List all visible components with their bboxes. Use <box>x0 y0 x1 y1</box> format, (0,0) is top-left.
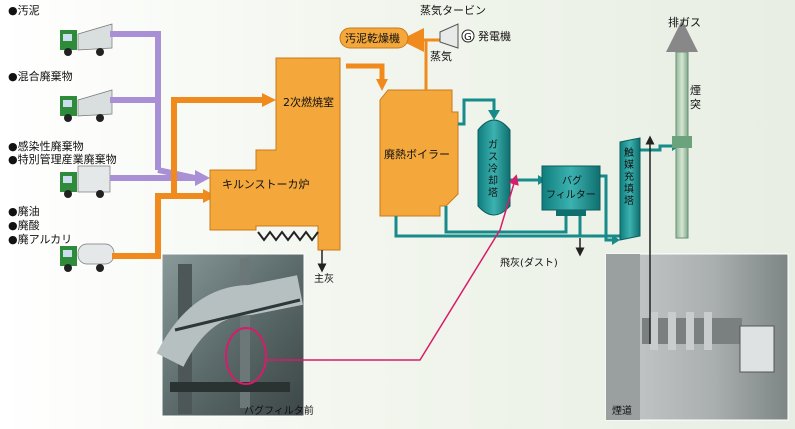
catalyst-tower <box>619 137 641 241</box>
orange-arrow-head <box>262 93 276 107</box>
bag-filter-unit <box>541 165 601 211</box>
stack-band <box>672 136 692 148</box>
flue-duct-photo: 煙道 <box>605 135 789 421</box>
svg-text:塔: 塔 <box>488 186 498 199</box>
steam-label: 蒸気 <box>430 49 452 63</box>
flue-gas-line <box>346 63 385 80</box>
steam-line <box>424 38 440 90</box>
waste-mixed-label: ●混合廃棄物 <box>8 69 73 83</box>
bag-filter-label-1: バグ <box>562 174 582 187</box>
dump-truck-icon <box>60 23 113 56</box>
tanker-truck-icon <box>60 243 115 272</box>
sludge-dryer-label: 汚泥乾燥機 <box>345 31 400 45</box>
main-ash-label: 主灰 <box>314 272 334 285</box>
svg-text:ガ: ガ <box>488 139 498 151</box>
box-truck-icon <box>60 165 111 198</box>
generator-icon <box>461 29 475 43</box>
fly-ash-label: 飛灰(ダスト) <box>500 256 558 269</box>
secondary-combustion-chamber <box>209 57 341 251</box>
steam-turbine-icon <box>439 23 459 49</box>
waste-oil-label: ●廃油 <box>8 204 40 218</box>
secondary-chamber-label: 2次燃焼室 <box>283 95 334 109</box>
bag-filter-hopper <box>556 210 586 216</box>
teal-arrow-head <box>612 235 620 245</box>
waste-sludge-label: ●汚泥 <box>8 4 40 17</box>
svg-text:ス: ス <box>488 152 498 163</box>
exhaust-label: 排ガス <box>668 15 701 29</box>
waste-infectious-label: ●感染性廃棄物 <box>8 139 84 153</box>
svg-text:媒: 媒 <box>624 159 634 171</box>
bag-filter-inlet-photo: バグフィルタ前 <box>156 253 314 417</box>
gas-path-lines <box>394 98 676 242</box>
svg-text:塔: 塔 <box>624 194 634 207</box>
waste-feed-lines <box>110 31 196 181</box>
svg-text:充: 充 <box>624 170 634 183</box>
svg-text:冷: 冷 <box>488 162 498 175</box>
teal-arrow-head <box>488 110 500 120</box>
steam-turbine-label: 蒸気タービン <box>420 3 486 17</box>
feed-arrow-head <box>195 170 210 186</box>
stack-label-2: 突 <box>690 97 701 111</box>
svg-text:却: 却 <box>488 175 498 187</box>
boiler-label: 廃熱ボイラー <box>384 147 450 161</box>
right-photo-caption: 煙道 <box>612 404 632 417</box>
sampling-point-line <box>266 174 519 361</box>
generator-label: 発電機 <box>478 29 511 43</box>
dump-truck-icon <box>60 89 113 122</box>
stack-label-1: 煙 <box>690 84 701 97</box>
waste-acid-label: ●廃酸 <box>8 218 40 232</box>
flue-gas-arrow-head <box>376 79 388 91</box>
bag-filter-label-2: フィルター <box>546 189 596 201</box>
catalyst-tower-label: 触 媒 充 填 塔 <box>624 146 634 207</box>
left-photo-caption: バグフィルタ前 <box>244 404 314 417</box>
gas-cooling-tower <box>477 119 511 216</box>
stoker-grate <box>257 230 319 242</box>
sludge-dryer <box>339 27 409 49</box>
waste-heat-boiler <box>379 89 459 217</box>
waste-alkali-label: ●廃アルカリ <box>8 232 72 246</box>
waste-special-label: ●特別管理産業廃棄物 <box>8 152 117 166</box>
generator-symbol: G <box>464 32 472 43</box>
gas-cooler-label: ガ ス 冷 却 塔 <box>488 139 498 199</box>
orange-feed-lines <box>112 97 265 259</box>
svg-text:触: 触 <box>624 146 634 159</box>
kiln-label: キルンストーカ炉 <box>222 178 310 191</box>
svg-text:填: 填 <box>624 182 634 195</box>
